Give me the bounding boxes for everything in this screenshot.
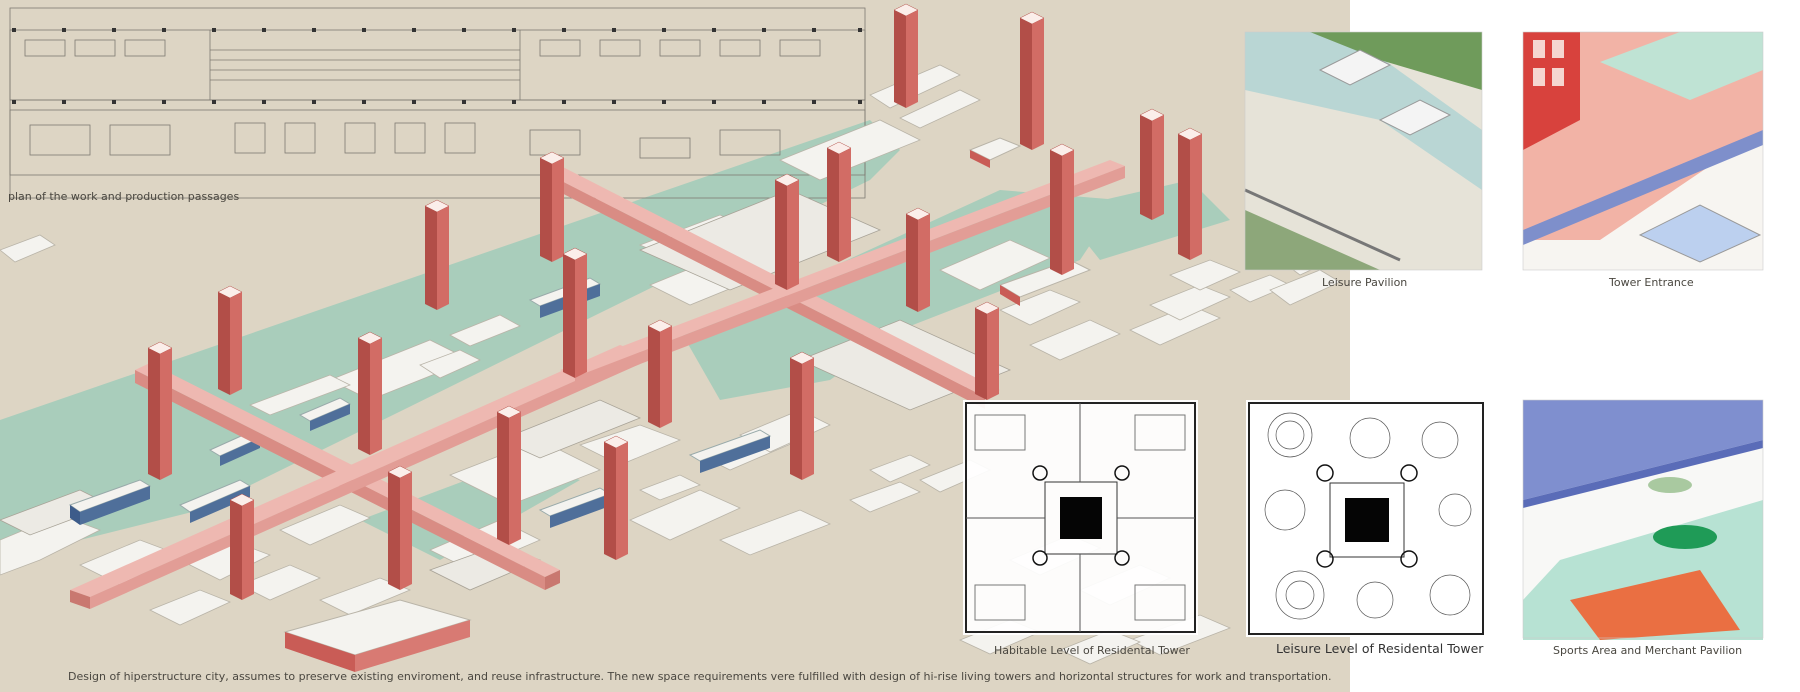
tower (603, 435, 629, 560)
tower (1139, 108, 1165, 220)
tower-entrance-label: Tower Entrance (1609, 276, 1694, 289)
tower (229, 493, 255, 600)
tower (539, 151, 565, 262)
tower (1019, 11, 1045, 150)
sports-area-label: Sports Area and Merchant Pavilion (1553, 644, 1743, 657)
vignette-sports-area (1523, 400, 1763, 640)
tower (974, 301, 1000, 400)
tower (562, 247, 588, 378)
tower (496, 405, 522, 545)
tower (826, 141, 852, 262)
leisure-level-plan (1246, 400, 1486, 637)
tower (1177, 127, 1203, 260)
plan-label: plan of the work and production passages (8, 190, 240, 203)
residential-towers (147, 3, 1203, 600)
blue-buildings (68, 277, 772, 528)
tower (774, 173, 800, 290)
tower (789, 351, 815, 480)
leisure-pavilion-label: Leisure Pavilion (1322, 276, 1408, 289)
tower (647, 319, 673, 428)
tower (893, 3, 919, 108)
habitable-level-plan (963, 400, 1198, 635)
tower (387, 465, 413, 590)
vignette-tower-entrance (1523, 32, 1763, 270)
tower (357, 331, 383, 455)
habitable-level-label: Habitable Level of Residental Tower (994, 644, 1190, 657)
tower (1049, 143, 1075, 275)
panel-frames (1244, 31, 1764, 639)
bottom-caption: Design of hiperstructure city, assumes t… (68, 670, 1332, 683)
tower (424, 199, 450, 310)
tower (217, 285, 243, 395)
leisure-level-label: Leisure Level of Residental Tower (1276, 641, 1484, 656)
plan-column-dots (12, 28, 862, 104)
tower (147, 341, 173, 480)
tower (905, 207, 931, 312)
vignette-leisure-pavilion (1244, 32, 1482, 270)
